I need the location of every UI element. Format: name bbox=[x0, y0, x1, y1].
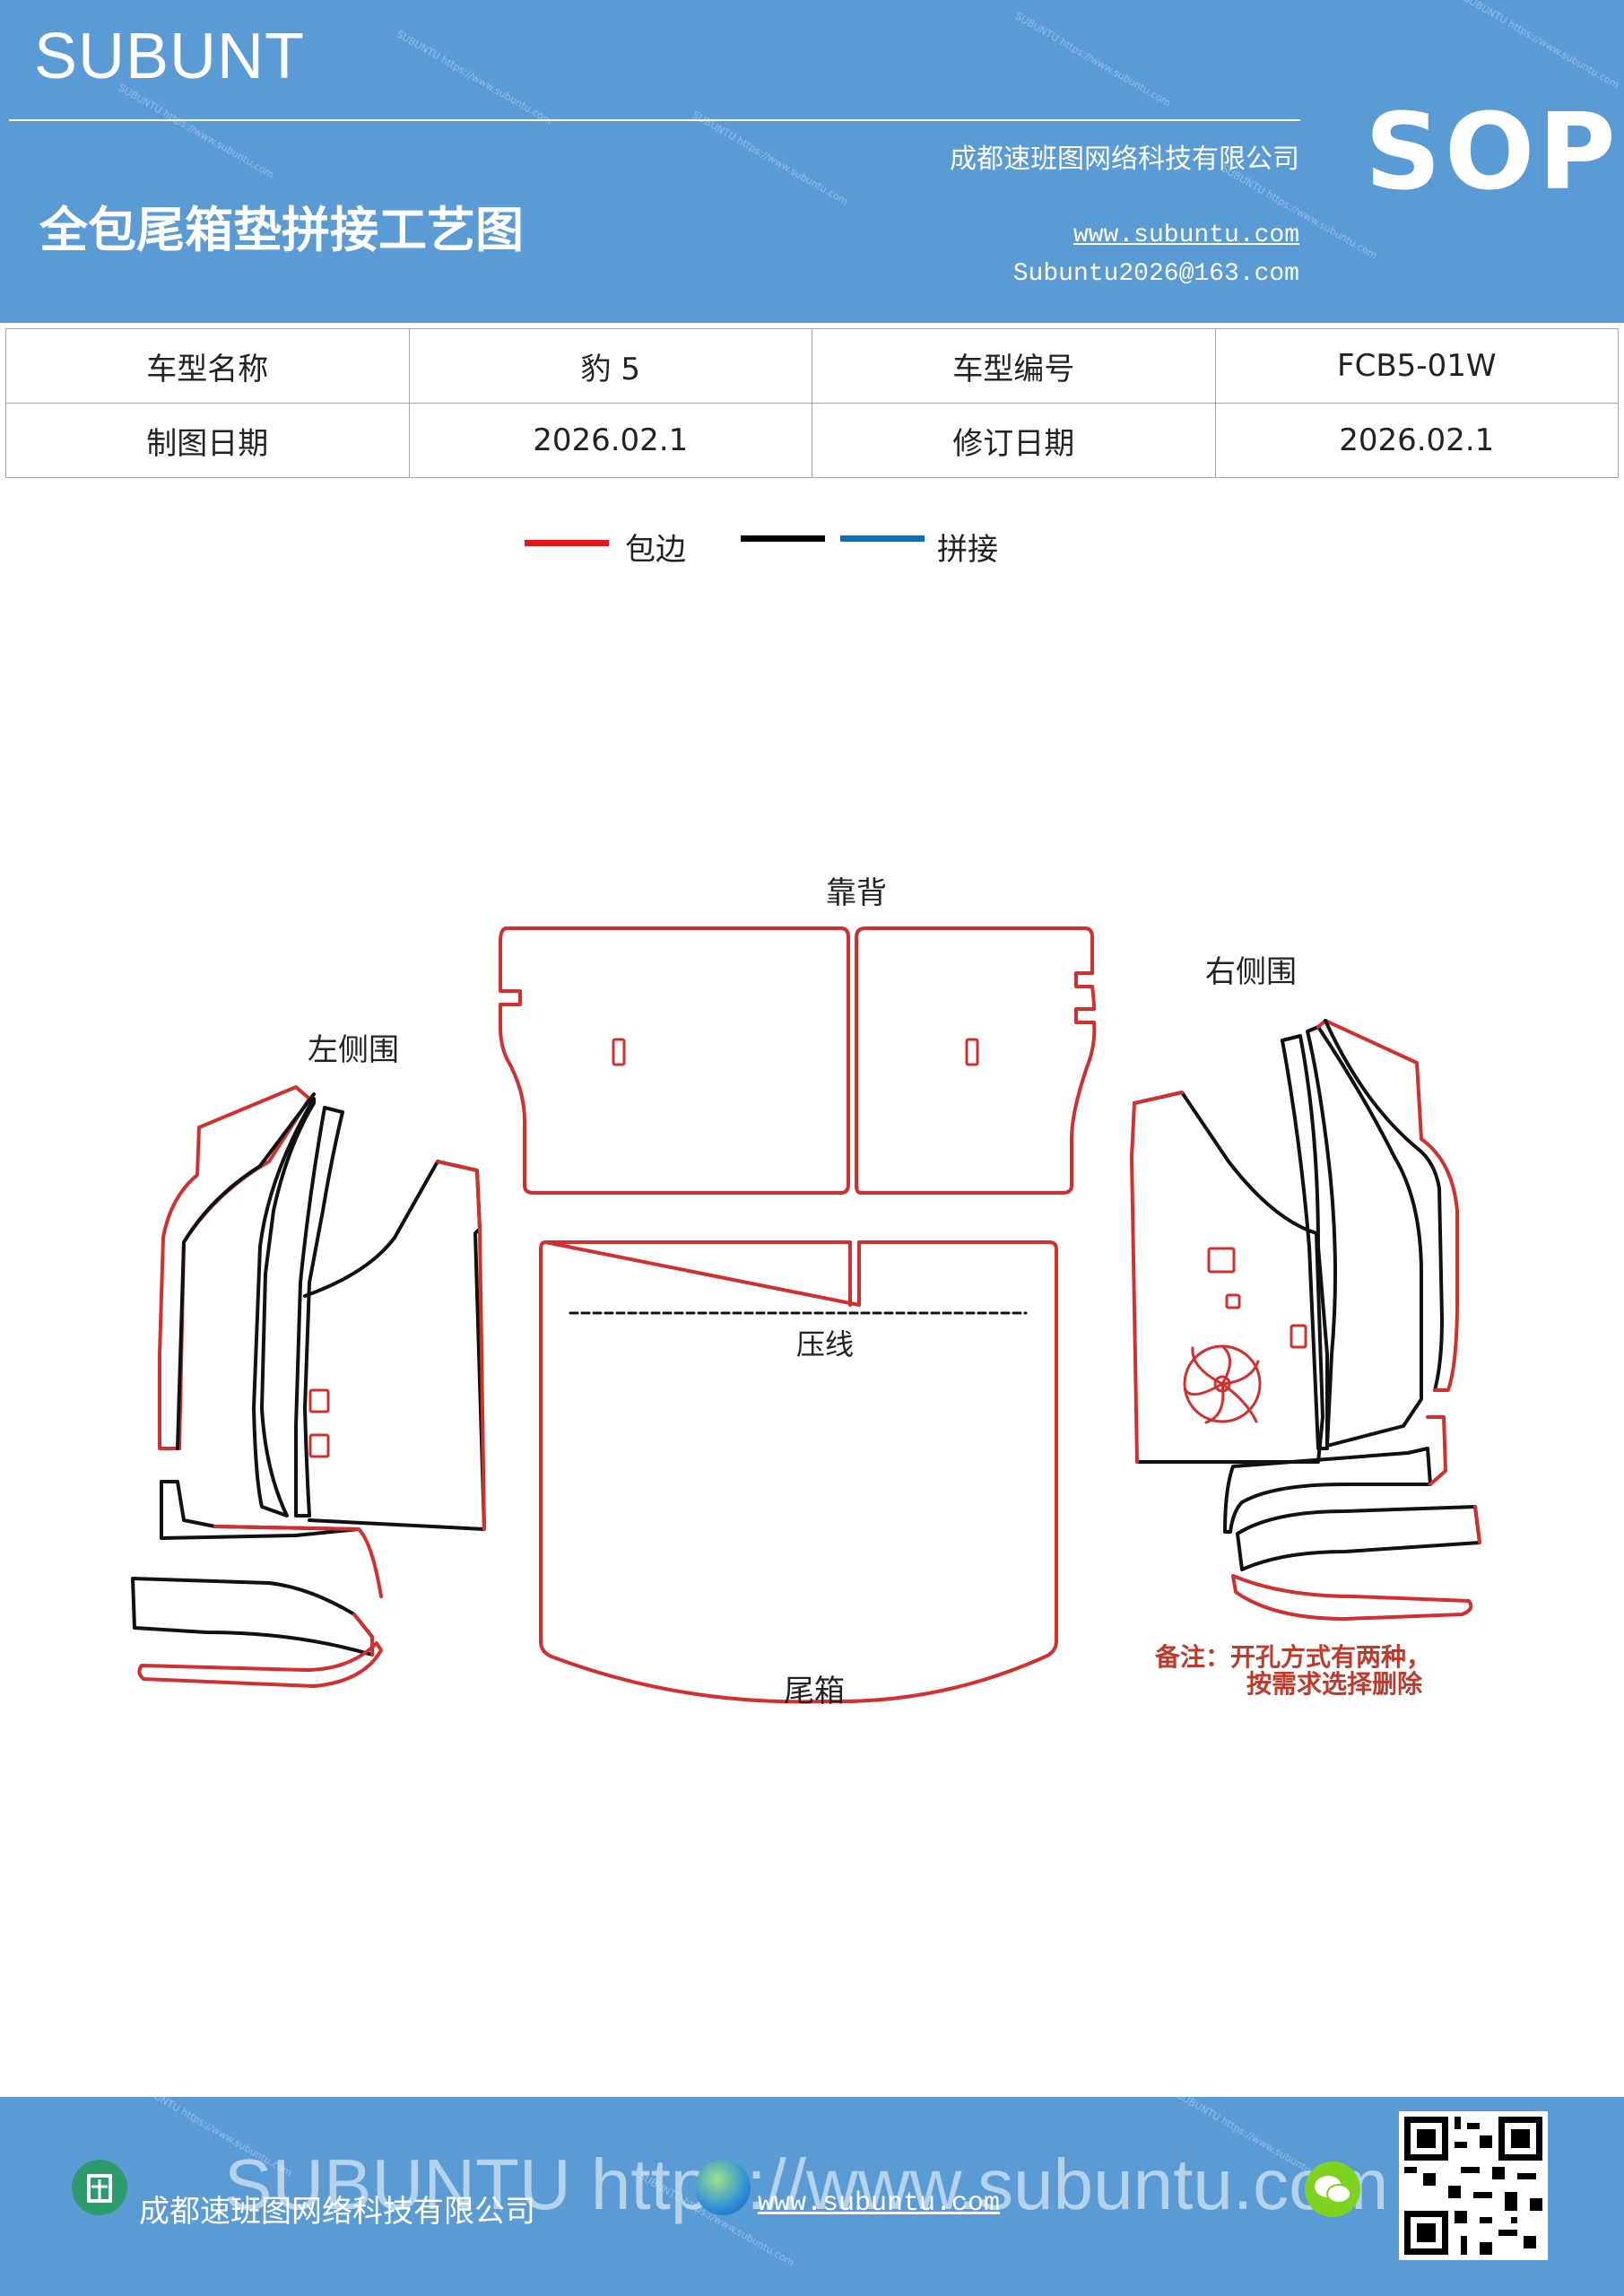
left-side-seam bbox=[176, 1092, 316, 1450]
legend-swatch-black bbox=[741, 535, 825, 542]
table-cell: 豹 5 bbox=[408, 328, 812, 404]
watermark: SUBUNTU https://www.subuntu.com bbox=[1462, 0, 1621, 91]
legend-label-edge: 包边 bbox=[625, 532, 686, 568]
company-name: 成都速班图网络科技有限公司 bbox=[950, 144, 1299, 175]
table-cell: 2026.02.1 bbox=[1214, 403, 1619, 478]
brand-name: SUBUNT bbox=[34, 21, 306, 92]
right-side-hole-1 bbox=[1207, 1247, 1236, 1274]
press-line-label: 压线 bbox=[796, 1327, 854, 1361]
trunk-label: 尾箱 bbox=[784, 1674, 845, 1709]
backrest-label: 靠背 bbox=[826, 875, 887, 911]
footer-watermark: SUBUNTU https://www.subuntu.com bbox=[224, 2144, 1389, 2224]
backrest-left-panel bbox=[499, 926, 850, 1195]
left-side-panel-seam bbox=[303, 1160, 486, 1531]
right-side-top-edge bbox=[1316, 1019, 1423, 1141]
legend-label-seam: 拼接 bbox=[937, 532, 998, 568]
right-side-label: 右侧围 bbox=[1205, 954, 1297, 990]
table-cell: 车型名称 bbox=[5, 328, 410, 404]
building-icon bbox=[72, 2160, 127, 2215]
legend-swatch-seam bbox=[840, 535, 925, 542]
table-cell: 2026.02.1 bbox=[408, 403, 812, 478]
left-side-clip-1 bbox=[308, 1388, 330, 1413]
header-divider bbox=[9, 119, 1300, 121]
table-cell: FCB5-01W bbox=[1214, 328, 1619, 404]
table-cell: 车型编号 bbox=[812, 328, 1216, 404]
note-line-1: 备注：开孔方式有两种， bbox=[1154, 1642, 1431, 1672]
right-lower-edge-1 bbox=[1426, 1415, 1447, 1486]
right-side-outer-edge bbox=[1420, 1137, 1459, 1392]
legend-swatch-edge bbox=[525, 540, 609, 546]
footer-website-link[interactable]: www.subuntu.com bbox=[758, 2188, 1001, 2219]
footer-company: 成都速班图网络科技有限公司 bbox=[139, 2194, 535, 2230]
right-side-panel-edge bbox=[1130, 1091, 1184, 1464]
legend: 包边 拼接 bbox=[0, 525, 1624, 578]
table-cell: 制图日期 bbox=[5, 403, 410, 478]
website-link[interactable]: www.subuntu.com bbox=[1073, 222, 1299, 249]
left-lower-strip-3 bbox=[137, 1641, 383, 1688]
qr-code bbox=[1399, 2111, 1548, 2260]
wechat-icon[interactable] bbox=[1305, 2161, 1360, 2217]
watermark: SUBUNTU https://www.subuntu.com bbox=[1013, 10, 1173, 109]
sop-badge: SOP bbox=[1365, 90, 1620, 213]
right-lower-strip-1 bbox=[1223, 1447, 1432, 1534]
footer-banner: SUBUNTU https://www.subuntu.com SUBUNTU … bbox=[0, 2097, 1624, 2296]
watermark: SUBUNTU https://www.subuntu.com bbox=[690, 109, 850, 208]
document-title: 全包尾箱垫拼接工艺图 bbox=[39, 201, 524, 258]
right-side-seam bbox=[1324, 1019, 1444, 1392]
left-side-inner-strip bbox=[294, 1106, 344, 1518]
backrest-right-panel bbox=[855, 926, 1097, 1195]
left-side-label: 左侧围 bbox=[308, 1032, 399, 1068]
right-side-hole-3 bbox=[1290, 1324, 1307, 1349]
trunk-mat-diagram: 靠背 压线 尾箱 左侧围 右侧围 bbox=[131, 875, 1481, 1709]
left-side-middle-strip bbox=[252, 1097, 316, 1518]
left-lower-edge-1 bbox=[213, 1525, 383, 1598]
watermark: SUBUNTU https://www.subuntu.com bbox=[117, 82, 276, 181]
table-row: 车型名称 豹 5 车型编号 FCB5-01W bbox=[5, 328, 1619, 404]
globe-icon bbox=[695, 2160, 751, 2215]
backrest-hole-right bbox=[965, 1038, 979, 1066]
header-banner: SUBUNTU https://www.subuntu.com SUBUNTU … bbox=[0, 0, 1624, 323]
right-lower-strip-3 bbox=[1231, 1574, 1473, 1621]
right-lower-edge-2 bbox=[1473, 1505, 1481, 1544]
backrest-hole-left bbox=[612, 1038, 626, 1066]
vehicle-info-table: 车型名称 豹 5 车型编号 FCB5-01W 制图日期 2026.02.1 修订… bbox=[5, 328, 1619, 478]
table-cell: 修订日期 bbox=[812, 403, 1216, 478]
watermark: SUBUNTU https://www.subuntu.com bbox=[395, 28, 554, 127]
email-address[interactable]: Subuntu2026@163.com bbox=[1012, 260, 1299, 288]
note-line-2: 按需求选择删除 bbox=[1246, 1669, 1423, 1699]
right-side-middle-strip bbox=[1306, 1025, 1423, 1448]
trunk-floor-panel bbox=[539, 1240, 1058, 1704]
left-side-panel-edge bbox=[436, 1160, 486, 1531]
left-side-clip-2 bbox=[308, 1433, 330, 1458]
left-lower-strip-2 bbox=[131, 1577, 374, 1657]
fan-cutout-icon bbox=[1183, 1344, 1262, 1424]
right-lower-strip-2 bbox=[1236, 1505, 1481, 1571]
table-row: 制图日期 2026.02.1 修订日期 2026.02.1 bbox=[5, 403, 1619, 478]
right-side-hole-2 bbox=[1225, 1293, 1241, 1309]
right-side-inner-strip bbox=[1281, 1034, 1329, 1450]
right-side-panel-seam bbox=[1133, 1091, 1324, 1464]
